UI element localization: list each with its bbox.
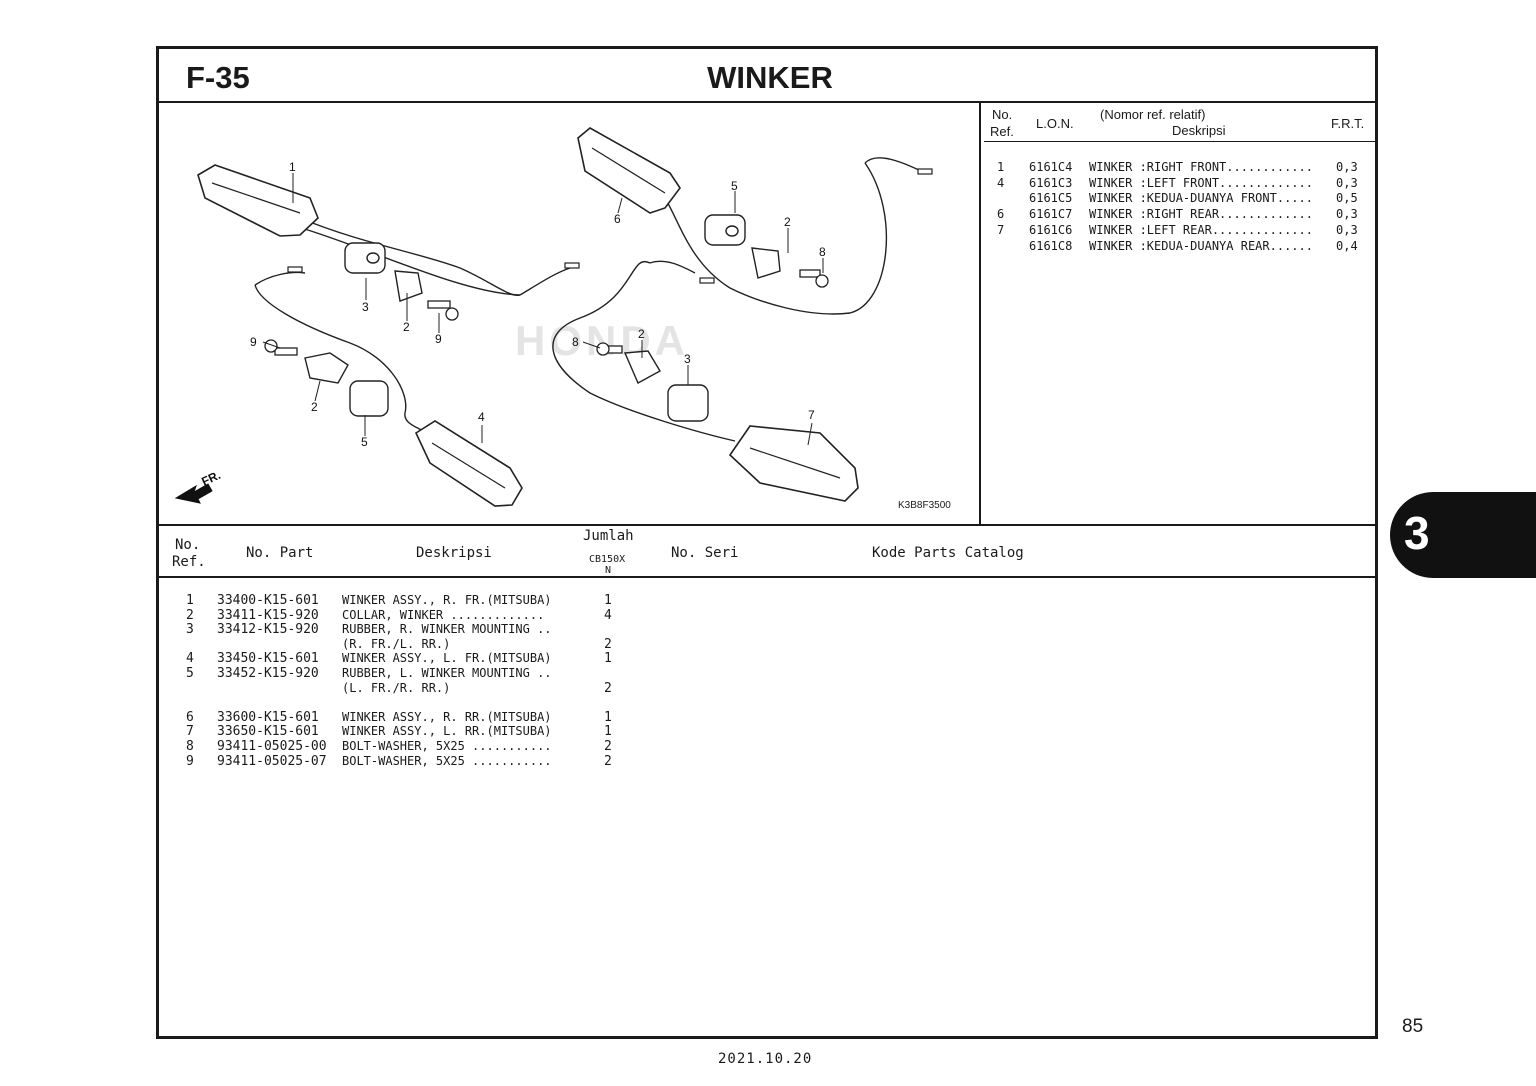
callout-9: 9 (435, 332, 442, 346)
page-frame (156, 46, 1378, 1039)
callout-2: 2 (403, 320, 410, 334)
diagram-divider (979, 102, 981, 525)
section-tab: 3 (1390, 492, 1536, 578)
callout-5: 5 (731, 179, 738, 193)
lon-header-ref: Ref. (990, 124, 1014, 139)
front-direction-arrow (174, 483, 213, 504)
catalog-header-no: No. (175, 537, 201, 553)
lon-header-desc: Deskripsi (1172, 123, 1226, 138)
catalog-header-desc: Deskripsi (416, 545, 492, 561)
lon-header-lon: L.O.N. (1036, 116, 1074, 131)
callout-2: 2 (784, 215, 791, 229)
callout-8: 8 (572, 335, 579, 349)
catalog-header-qty: Jumlah (583, 528, 634, 544)
catalog-header-part: No. Part (246, 545, 314, 561)
catalog-header-seri: No. Seri (671, 545, 739, 561)
header-divider (158, 101, 1376, 103)
catalog-header-divider (158, 576, 1376, 578)
page-number: 85 (1402, 1016, 1424, 1037)
callout-9: 9 (250, 335, 257, 349)
callout-6: 6 (614, 212, 621, 226)
callout-4: 4 (478, 410, 485, 424)
catalog-header-model-sub: N (605, 565, 612, 576)
callout-5: 5 (361, 435, 368, 449)
front-direction-label: FR. (199, 468, 222, 489)
callout-3: 3 (684, 352, 691, 366)
callout-1: 1 (289, 160, 296, 174)
print-date: 2021.10.20 (718, 1051, 813, 1067)
diagram-bottom-divider (158, 524, 1376, 526)
callout-2: 2 (638, 327, 645, 341)
page-title: WINKER (707, 60, 833, 95)
lon-header-divider (984, 141, 1376, 142)
diagram-code: K3B8F3500 (898, 500, 951, 511)
callout-2: 2 (311, 400, 318, 414)
diagram-watermark: HONDA (515, 317, 689, 364)
exploded-diagram: HONDA (160, 103, 980, 525)
section-tab-number: 3 (1404, 507, 1430, 559)
callout-7: 7 (808, 408, 815, 422)
catalog-header-kode: Kode Parts Catalog (872, 545, 1024, 561)
lon-header-desc-top: (Nomor ref. relatif) (1100, 107, 1206, 122)
catalog-header-ref: Ref. (172, 554, 206, 570)
callout-3: 3 (362, 300, 369, 314)
lon-header-no: No. (992, 107, 1013, 122)
figure-code: F-35 (186, 60, 250, 95)
lon-header-frt: F.R.T. (1331, 116, 1365, 131)
catalog-header-model: CB150X (589, 554, 626, 565)
callout-8: 8 (819, 245, 826, 259)
